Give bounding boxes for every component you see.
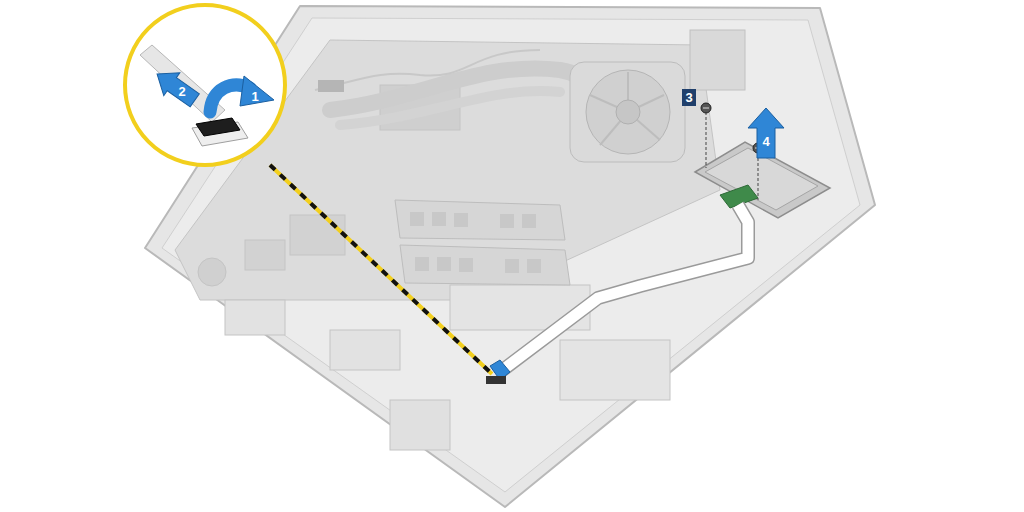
heat-pipe [340,91,560,125]
screw-path [758,153,759,200]
wwan-card [330,330,400,370]
callout-number: 3 [682,89,695,106]
chip [245,240,285,270]
board-connector [486,376,506,384]
display-connector [318,80,344,92]
heatsink [690,30,745,90]
zoom-inset [125,5,285,165]
motherboard [175,40,720,450]
display-cable [315,50,540,90]
callout-number: 4 [759,133,772,150]
screw [701,103,711,113]
connector-latch [196,118,240,136]
memory-module [400,245,570,285]
battery-area [560,340,670,400]
bracket [390,400,450,450]
flat-cable [486,205,748,384]
coin-cell [198,258,226,286]
callout-number: 1 [248,88,261,105]
memory-module [395,200,565,240]
fan [586,70,670,154]
lift-arrow [748,108,784,158]
zoom-leader [270,165,492,374]
chip [290,215,345,255]
zoom-circle [125,5,285,165]
memory-modules [395,200,570,285]
wlan-card [225,300,285,335]
callout-number: 2 [175,83,188,100]
fan-housing [570,62,685,162]
pull-arrow [149,62,203,111]
release-arrow-head [240,76,274,106]
screw-path [706,112,707,168]
smart-card-reader [695,103,830,218]
